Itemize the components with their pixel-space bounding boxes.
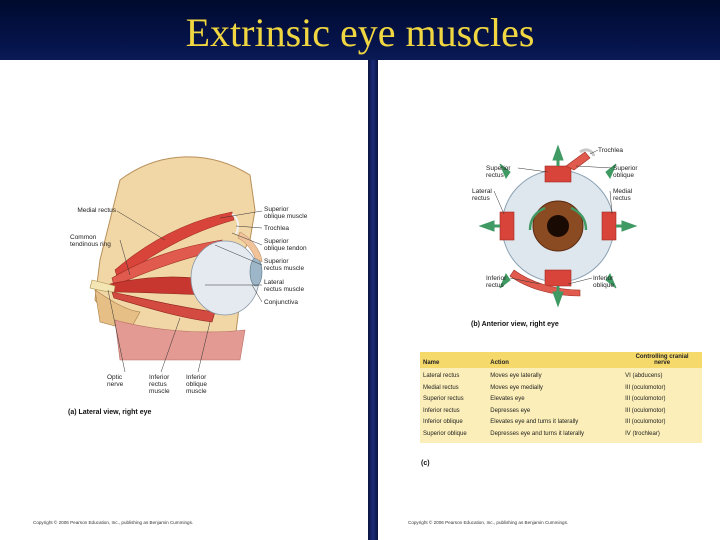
table-row: Inferior rectus Depresses eye III (oculo… xyxy=(420,406,702,418)
header-nerve: Controlling cranial nerve xyxy=(622,352,702,368)
cell-action: Depresses eye and turns it laterally xyxy=(487,429,622,444)
label-inferior-oblique-anterior: Inferior oblique xyxy=(593,275,614,289)
caption-table: (c) xyxy=(421,460,430,467)
anterior-superior-rectus xyxy=(545,166,571,182)
cell-nerve: III (oculomotor) xyxy=(622,394,702,406)
label-trochlea-anterior: Trochlea xyxy=(598,147,623,154)
anterior-medial-rectus xyxy=(602,212,616,240)
cell-nerve: IV (trochlear) xyxy=(622,429,702,444)
caption-anterior-view: (b) Anterior view, right eye xyxy=(471,321,559,328)
table-header-row: Name Action Controlling cranial nerve xyxy=(420,352,702,368)
label-lateral-rectus-anterior: Lateral rectus xyxy=(472,188,492,202)
table-row: Inferior oblique Elevates eye and turns … xyxy=(420,417,702,429)
cell-nerve: III (oculomotor) xyxy=(622,417,702,429)
table-row: Superior oblique Depresses eye and turns… xyxy=(420,429,702,444)
cell-name: Superior rectus xyxy=(420,394,487,406)
header-name: Name xyxy=(420,352,487,368)
muscle-table: Name Action Controlling cranial nerve La… xyxy=(420,352,702,443)
cell-action: Moves eye laterally xyxy=(487,368,622,383)
label-inferior-rectus-anterior: Inferior rectus xyxy=(486,275,506,289)
copyright-right: Copyright © 2006 Pearson Education, Inc.… xyxy=(408,520,568,525)
cell-name: Inferior oblique xyxy=(420,417,487,429)
arrow-right-icon xyxy=(622,221,636,231)
label-medial-rectus-anterior: Medial rectus xyxy=(613,188,632,202)
label-superior-oblique-anterior: Superior oblique xyxy=(613,165,638,179)
cell-action: Elevates eye xyxy=(487,394,622,406)
anterior-inferior-rectus xyxy=(545,270,571,286)
cell-action: Elevates eye and turns it laterally xyxy=(487,417,622,429)
cell-name: Medial rectus xyxy=(420,383,487,395)
pupil-shape xyxy=(547,215,569,237)
header-action: Action xyxy=(487,352,622,368)
arrow-left-icon xyxy=(480,221,494,231)
cell-nerve: VI (abducens) xyxy=(622,368,702,383)
cell-action: Depresses eye xyxy=(487,406,622,418)
label-superior-rectus-anterior: Superior rectus xyxy=(486,165,511,179)
arrow-up-icon xyxy=(553,146,563,160)
anterior-lateral-rectus xyxy=(500,212,514,240)
cell-name: Lateral rectus xyxy=(420,368,487,383)
cell-nerve: III (oculomotor) xyxy=(622,383,702,395)
arrow-down-icon xyxy=(553,292,563,306)
anterior-superior-oblique xyxy=(566,152,590,170)
table-row: Medial rectus Moves eye medially III (oc… xyxy=(420,383,702,395)
table-row: Superior rectus Elevates eye III (oculom… xyxy=(420,394,702,406)
cell-nerve: III (oculomotor) xyxy=(622,406,702,418)
table-row: Lateral rectus Moves eye laterally VI (a… xyxy=(420,368,702,383)
cell-action: Moves eye medially xyxy=(487,383,622,395)
cell-name: Superior oblique xyxy=(420,429,487,444)
cell-name: Inferior rectus xyxy=(420,406,487,418)
